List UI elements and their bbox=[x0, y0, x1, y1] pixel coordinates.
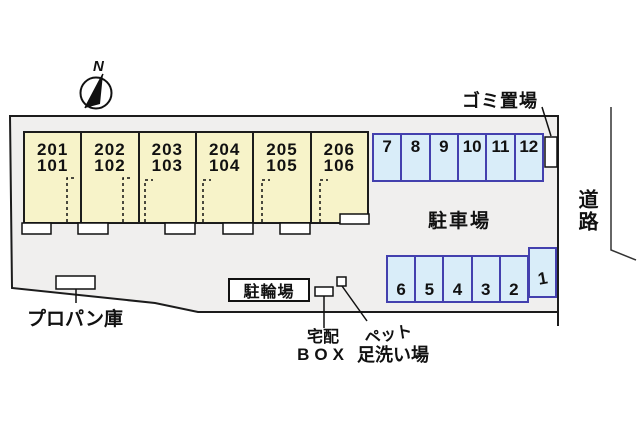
unit-206-106: 206 106 bbox=[312, 133, 367, 222]
delivery-box-label: 宅配 BOX bbox=[288, 329, 358, 363]
unit-lower-number: 103 bbox=[151, 156, 183, 175]
propane-storage-label: プロパン庫 bbox=[27, 309, 123, 330]
parking-space-number: 6 bbox=[396, 280, 406, 299]
unit-203-103: 203 103 bbox=[140, 133, 197, 222]
bicycle-parking-box: 駐輪場 bbox=[228, 278, 310, 302]
pet-wash-label-line2: 足洗い場 bbox=[357, 345, 429, 365]
unit-lower-number: 104 bbox=[208, 156, 241, 175]
parking-space-8: 8 bbox=[402, 135, 431, 180]
compass-north-label: N bbox=[93, 58, 104, 75]
parking-lot-label: 駐車場 bbox=[428, 211, 492, 232]
unit-upper-number: 206 bbox=[323, 140, 355, 159]
garbage-area-label: ゴミ置場 bbox=[462, 91, 538, 111]
compass bbox=[79, 73, 113, 110]
parking-space-number: 10 bbox=[462, 137, 482, 156]
parking-space-10: 10 bbox=[459, 135, 488, 180]
compass-needle bbox=[85, 74, 103, 108]
parking-space-number: 5 bbox=[424, 280, 435, 299]
delivery-box-label-line2: BOX bbox=[297, 345, 349, 364]
parking-row-7-12: 7 8 9 10 11 12 bbox=[372, 133, 544, 182]
unit-upper-number: 205 bbox=[266, 140, 298, 159]
parking-space-number: 9 bbox=[439, 137, 449, 156]
unit-upper-number: 201 bbox=[36, 140, 69, 159]
parking-space-4: 4 bbox=[444, 257, 473, 301]
unit-upper-number: 204 bbox=[208, 140, 241, 159]
unit-lower-number: 102 bbox=[94, 156, 126, 175]
parking-space-number: 7 bbox=[382, 137, 392, 156]
unit-lower-number: 105 bbox=[266, 156, 298, 175]
parking-space-12: 12 bbox=[516, 135, 542, 180]
parking-space-6: 6 bbox=[388, 257, 417, 301]
parking-space-9: 9 bbox=[431, 135, 459, 180]
parking-space-1: 1 bbox=[528, 247, 557, 298]
parking-space-2: 2 bbox=[501, 257, 527, 301]
parking-space-number: 11 bbox=[491, 137, 510, 156]
apartment-building: 201 101 202 102 203 103 204 104 205 105 … bbox=[23, 131, 369, 224]
road-label: 道路 bbox=[575, 189, 597, 233]
unit-upper-number: 203 bbox=[151, 140, 183, 159]
unit-upper-number: 202 bbox=[94, 140, 126, 159]
unit-202-102: 202 102 bbox=[82, 133, 140, 222]
parking-row-6-2: 6 5 4 3 2 bbox=[386, 255, 529, 303]
parking-space-3: 3 bbox=[473, 257, 501, 301]
road-edge-line bbox=[610, 107, 637, 261]
parking-space-7: 7 bbox=[374, 135, 403, 180]
parking-space-number: 1 bbox=[536, 268, 549, 289]
unit-lower-number: 106 bbox=[323, 156, 355, 175]
unit-lower-number: 101 bbox=[36, 156, 69, 175]
parking-space-number: 2 bbox=[509, 280, 519, 299]
unit-205-105: 205 105 bbox=[254, 133, 312, 222]
parking-space-number: 12 bbox=[519, 137, 539, 156]
unit-201-101: 201 101 bbox=[25, 133, 83, 222]
parking-space-5: 5 bbox=[416, 257, 445, 301]
parking-space-number: 3 bbox=[480, 280, 491, 299]
delivery-box-label-line1: 宅配 bbox=[306, 329, 339, 346]
parking-space-number: 8 bbox=[410, 137, 421, 156]
unit-204-104: 204 104 bbox=[197, 133, 255, 222]
parking-space-11: 11 bbox=[487, 135, 516, 180]
parking-space-number: 4 bbox=[452, 280, 463, 299]
